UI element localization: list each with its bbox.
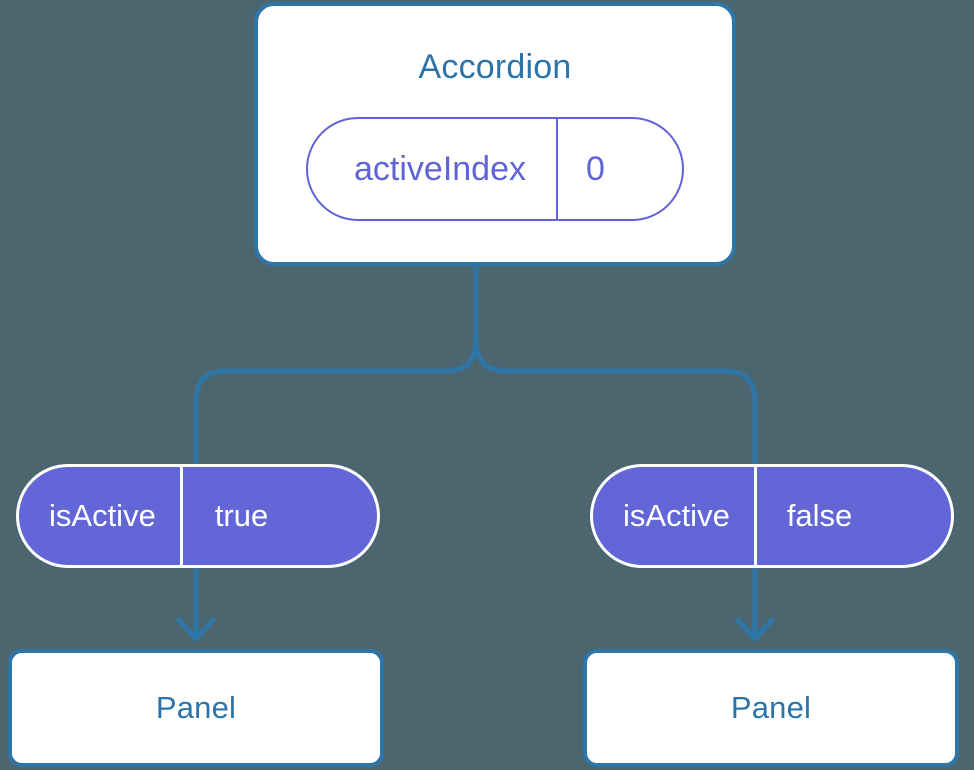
panel-component-card-left[interactable]: Panel (8, 649, 384, 767)
arrow-left-head-icon (176, 617, 216, 642)
connector-branch-left (193, 337, 479, 467)
accordion-state-key: activeIndex (308, 119, 558, 219)
accordion-state-pill[interactable]: activeIndex 0 (306, 117, 684, 221)
panel-prop-value-left: true (214, 498, 269, 533)
panel-component-card-right[interactable]: Panel (583, 649, 959, 767)
accordion-title: Accordion (418, 48, 572, 86)
panel-prop-key-right: isActive (593, 467, 757, 565)
accordion-state-value: 0 (586, 149, 605, 188)
panel-prop-value-right: false (786, 498, 853, 533)
connector-branch-right (473, 337, 758, 467)
panel-prop-pill-left[interactable]: isActive true (16, 464, 380, 568)
panel-prop-key-left: isActive (19, 467, 183, 565)
panel-title-right: Panel (730, 690, 812, 725)
arrow-right-head-icon (735, 617, 775, 642)
panel-prop-pill-right[interactable]: isActive false (590, 464, 954, 568)
panel-title-left: Panel (155, 690, 237, 725)
